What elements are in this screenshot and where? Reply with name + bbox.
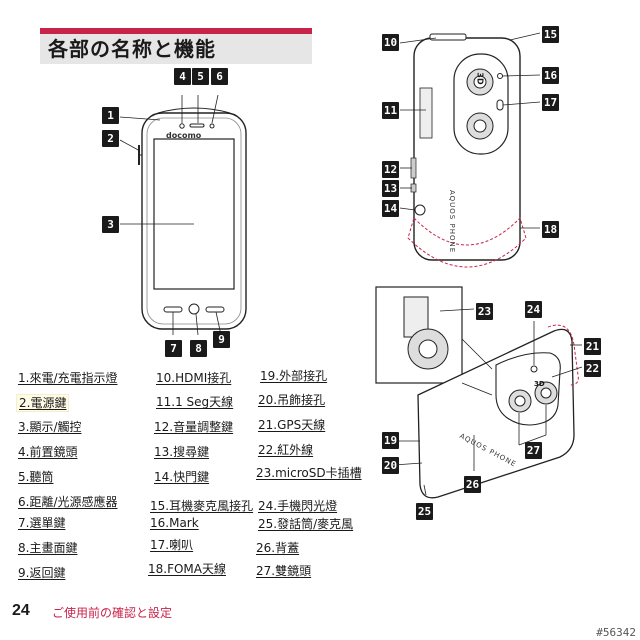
part-label-25: 25 (416, 503, 433, 520)
part-label-19: 19 (382, 432, 399, 449)
part-label-1: 1 (102, 107, 119, 124)
legend-item-3: 3.顯示/觸控 (18, 420, 82, 434)
part-label-9: 9 (213, 331, 230, 348)
legend-item-10: 10.HDMI接孔 (156, 371, 232, 385)
watermark-id: #56342 (596, 626, 636, 639)
part-label-27: 27 (525, 442, 542, 459)
legend-item-23: 23.microSD卡插槽 (256, 466, 362, 480)
part-label-4: 4 (174, 68, 191, 85)
badge-3d-angled: 3D (534, 380, 545, 388)
legend-item-6: 6.距離/光源感應器 (18, 495, 118, 509)
legend-item-7: 7.選單鍵 (18, 516, 66, 530)
legend-item-24: 24.手機閃光燈 (258, 499, 338, 513)
legend-item-19: 19.外部接孔 (260, 369, 328, 383)
legend-item-21: 21.GPS天線 (258, 418, 326, 432)
legend-item-15: 15.耳機麥克風接孔 (150, 499, 254, 513)
part-label-7: 7 (165, 340, 182, 357)
legend-item-5: 5.聽筒 (18, 470, 54, 484)
legend-item-9: 9.返回鍵 (18, 566, 66, 580)
part-label-16: 16 (542, 67, 559, 84)
phone-back-illustration (399, 32, 540, 268)
legend-item-11: 11.1 Seg天線 (156, 395, 234, 409)
part-label-18: 18 (542, 221, 559, 238)
legend-item-8: 8.主畫面鍵 (18, 541, 78, 555)
legend-item-18: 18.FOMA天線 (148, 562, 226, 576)
page-title: 各部の名称と機能 (40, 34, 312, 64)
legend-item-17: 17.喇叭 (150, 538, 194, 552)
footer-section-title: ご使用前の確認と設定 (52, 606, 173, 620)
legend-item-4: 4.前置鏡頭 (18, 445, 78, 459)
legend-item-22: 22.紅外線 (258, 443, 314, 457)
legend-item-2: 2.電源鍵 (16, 394, 70, 412)
part-label-20: 20 (382, 457, 399, 474)
part-label-14: 14 (382, 200, 399, 217)
phone-front-illustration (120, 95, 247, 336)
part-label-6: 6 (211, 68, 228, 85)
part-label-24: 24 (525, 301, 542, 318)
legend-item-20: 20.吊飾接孔 (258, 393, 326, 407)
part-label-13: 13 (382, 180, 399, 197)
part-label-3: 3 (102, 216, 119, 233)
part-label-22: 22 (584, 360, 601, 377)
phone-angled-illustration (375, 286, 583, 499)
legend-item-26: 26.背蓋 (256, 541, 300, 555)
part-label-17: 17 (542, 94, 559, 111)
model-name-back: AQUOS PHONE (448, 190, 456, 254)
carrier-logo: docomo (166, 131, 202, 140)
part-label-10: 10 (382, 34, 399, 51)
legend-item-13: 13.搜尋鍵 (154, 445, 210, 459)
legend-item-12: 12.音量調整鍵 (154, 420, 234, 434)
part-label-11: 11 (382, 102, 399, 119)
legend-item-25: 25.發話筒/麥克風 (258, 517, 354, 531)
part-label-23: 23 (476, 303, 493, 320)
legend-item-14: 14.快門鍵 (154, 470, 210, 484)
legend-item-1: 1.來電/充電指示燈 (18, 371, 118, 385)
part-label-15: 15 (542, 26, 559, 43)
part-label-2: 2 (102, 130, 119, 147)
legend-item-16: 16.Mark (150, 516, 199, 530)
page-number: 24 (12, 602, 30, 619)
part-label-21: 21 (584, 338, 601, 355)
part-label-12: 12 (382, 161, 399, 178)
badge-3d-back: 3D (475, 72, 485, 85)
title-accent-bar (40, 28, 312, 34)
legend-item-27: 27.雙鏡頭 (256, 564, 312, 578)
part-label-5: 5 (192, 68, 209, 85)
part-label-26: 26 (464, 476, 481, 493)
part-label-8: 8 (190, 340, 207, 357)
